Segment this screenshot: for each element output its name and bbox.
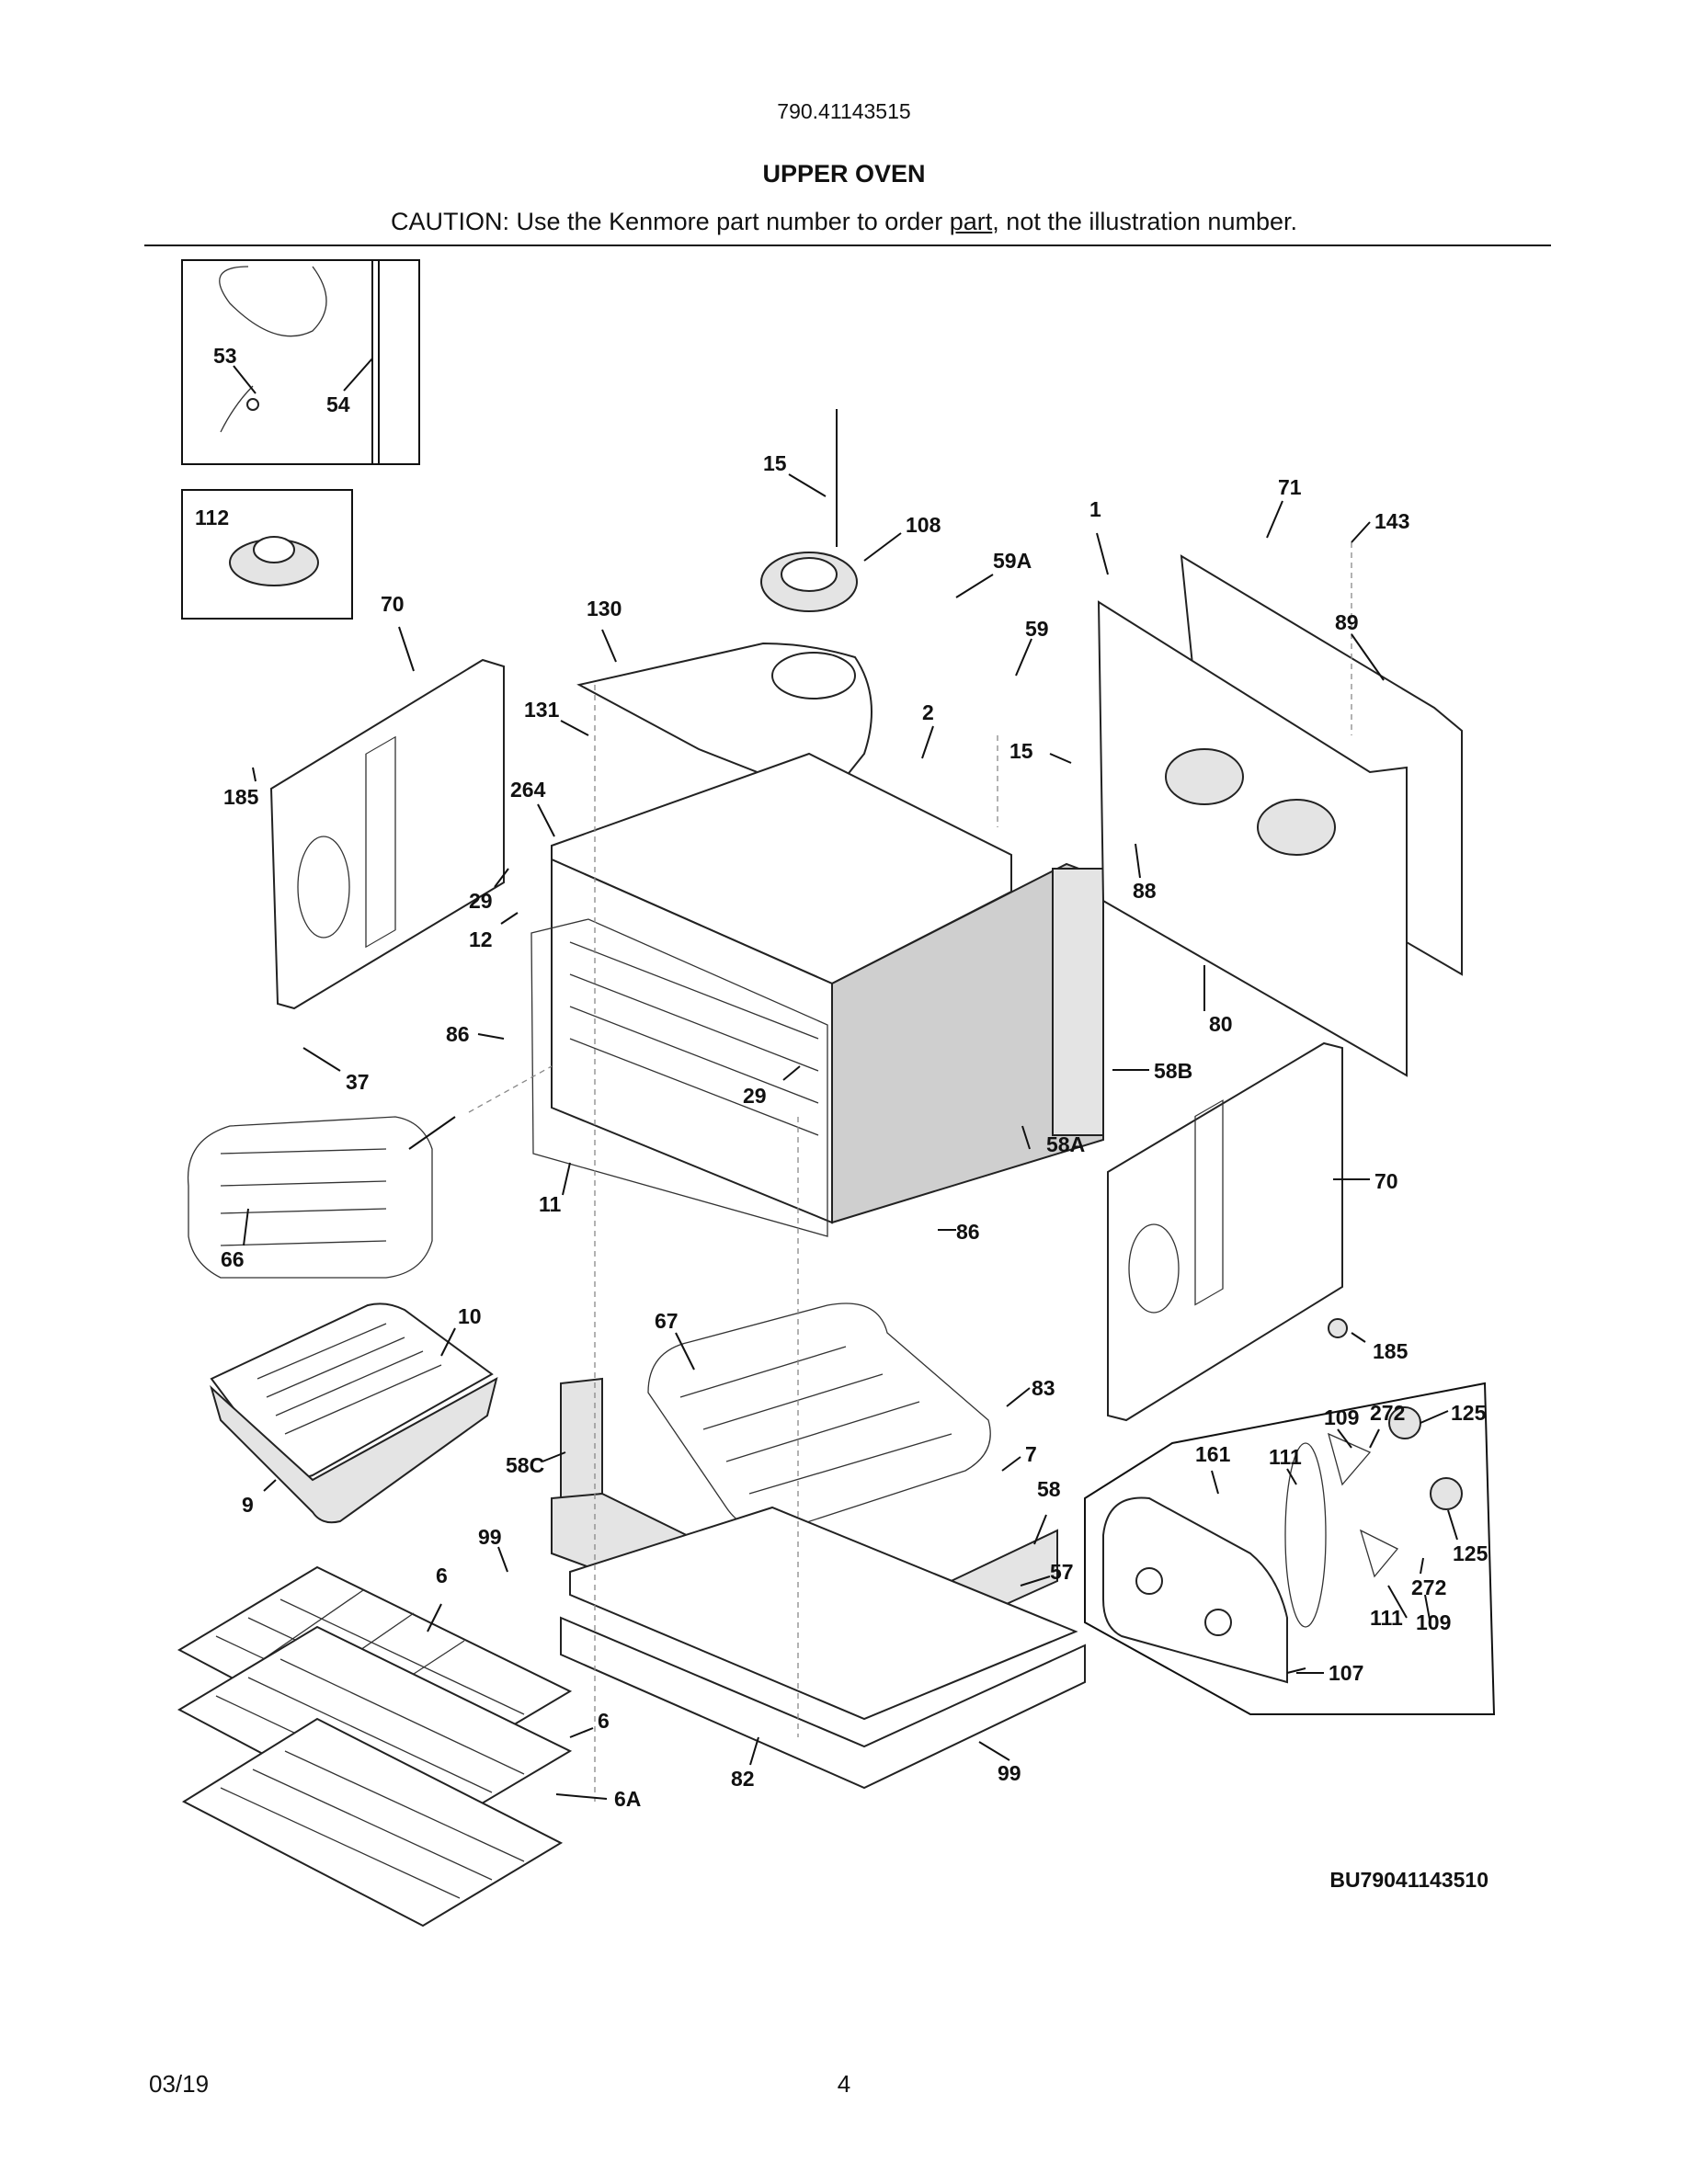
callout-label: 29 [469,889,493,913]
footer-date: 03/19 [149,2070,210,2098]
callout-label: 125 [1453,1541,1488,1565]
broil-element [187,1116,456,1279]
callout-label: 58C [506,1453,544,1477]
callout-label: 86 [446,1022,470,1046]
callout-label: 130 [587,597,622,620]
callout-label: 83 [1032,1376,1055,1400]
callout-label: 89 [1335,610,1359,634]
callout-label: 131 [524,698,560,722]
callout-label: 11 [539,1192,562,1216]
diagram-id: BU79041143510 [1329,1868,1488,1892]
callout-label: 59 [1025,617,1049,641]
callout-label: 82 [731,1767,755,1791]
callout-label: 15 [1009,739,1033,763]
callout-label: 80 [1209,1012,1233,1036]
callout-label: 12 [469,927,493,951]
callout-label: 86 [956,1220,980,1244]
callout-label: 59A [993,549,1032,573]
callout-label: 6 [598,1709,610,1733]
oven-bottom [560,1506,1086,1790]
callout-label: 6 [436,1564,448,1587]
left-side-panel [269,658,505,1010]
callout-label: 88 [1133,879,1157,903]
callout-label: 108 [906,513,941,537]
callout-label: 6A [614,1787,641,1811]
callout-label: 125 [1451,1401,1487,1425]
alignment-guides [468,542,1352,1802]
callout-label: 66 [221,1247,245,1271]
callout-label: 109 [1416,1610,1451,1634]
callout-label: 272 [1411,1575,1446,1599]
callout-label: 71 [1278,475,1302,499]
bumper-icon [1328,1318,1348,1338]
callout-label: 185 [1373,1339,1409,1363]
callout-label: 57 [1050,1560,1074,1584]
callout-label: 109 [1324,1405,1359,1429]
callout-labels: 53 54 112 15 108 59A 1 71 143 70 130 59 … [195,344,1488,1811]
broil-pan [210,1302,498,1524]
callout-label: 29 [743,1084,767,1108]
convection-fan-inset [1084,1382,1496,1715]
callout-label: 7 [1025,1442,1037,1466]
callout-label: 112 [195,506,229,529]
callout-label: 15 [763,451,787,475]
callout-label: 10 [458,1304,482,1328]
callout-label: 99 [478,1525,502,1549]
caution-underlined-word: part [949,208,993,235]
bake-element [647,1302,991,1532]
header-divider [144,245,1551,246]
callout-label: 264 [510,778,546,802]
page-title: UPPER OVEN [762,160,926,188]
callout-label: 53 [213,344,237,368]
model-number: 790.41143515 [777,99,911,123]
inset-probe-box [181,259,420,465]
leader-lines [233,358,1458,1800]
callout-label: 70 [1374,1169,1398,1193]
callout-label: 58 [1037,1477,1061,1501]
callout-label: 1 [1089,497,1101,521]
callout-label: 58A [1046,1132,1085,1156]
callout-label: 111 [1370,1606,1403,1630]
inset-thermostat-box [181,489,353,620]
callout-label: 58B [1154,1059,1192,1083]
callout-label: 99 [998,1761,1021,1785]
callout-label: 272 [1370,1401,1405,1425]
callout-label: 185 [223,785,259,809]
caution-text-end: , not the illustration number. [992,208,1297,235]
oven-racks [177,1565,573,1928]
callout-label: 70 [381,592,405,616]
fan-housing [760,409,858,612]
page-number: 4 [837,2070,851,2098]
callout-label: 111 [1269,1445,1302,1469]
oven-cavity [530,752,1104,1237]
caution-note: CAUTION: Use the Kenmore part number to … [0,208,1688,236]
callout-label: 54 [326,392,350,416]
caution-text: CAUTION: Use the Kenmore part number to … [391,208,950,235]
callout-label: 143 [1374,509,1409,533]
callout-label: 9 [242,1493,254,1517]
callout-label: 107 [1329,1661,1363,1685]
callout-label: 67 [655,1309,679,1333]
callout-label: 37 [346,1070,370,1094]
callout-label: 2 [922,700,934,724]
right-side-panel [1107,1041,1343,1422]
callout-label: 161 [1195,1442,1231,1466]
rear-panels [1097,554,1463,1077]
